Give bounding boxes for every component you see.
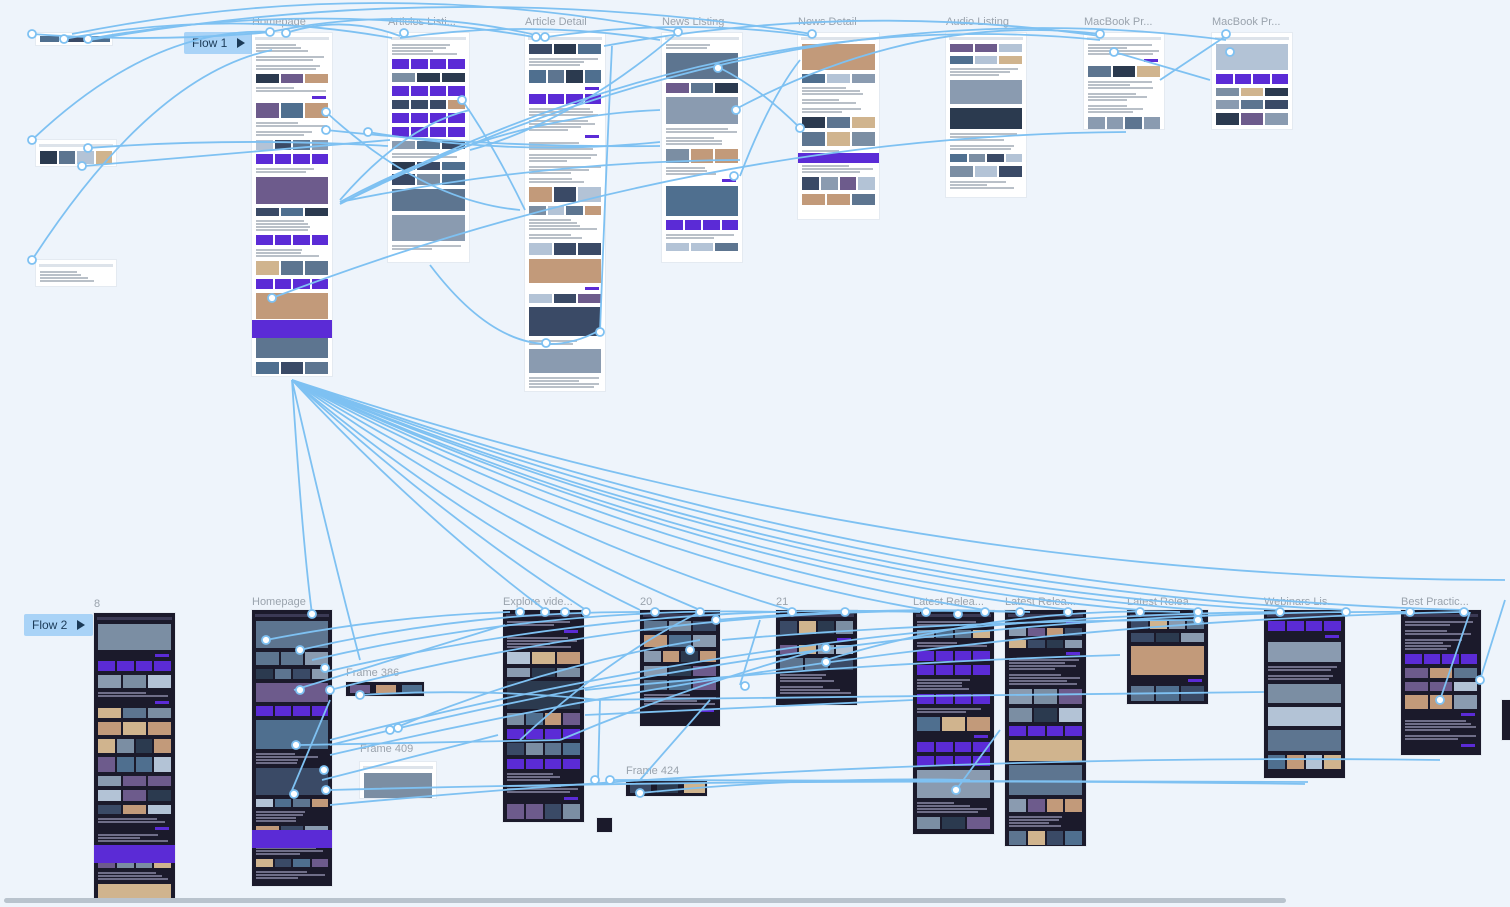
connection-wire [329, 611, 1411, 746]
connection-wire [461, 99, 526, 211]
frame-label-news-detail: News Detail [798, 16, 857, 28]
frame-offscreen-edge[interactable] [1502, 700, 1510, 740]
frame-label-macbook-1: MacBook Pr... [1084, 16, 1153, 28]
component-card-grid-a[interactable] [36, 140, 116, 166]
frame-homepage-bottom[interactable] [252, 610, 332, 886]
flow-2-label: Flow 2 [32, 618, 68, 632]
cta-banner [94, 845, 175, 863]
frame-label-explore-video: Explore vide... [503, 596, 573, 608]
frame-424[interactable] [626, 780, 707, 796]
frame-news-detail[interactable] [798, 33, 879, 219]
connection-node [363, 127, 373, 137]
frame-label-frame-409: Frame 409 [360, 743, 414, 755]
frame-macbook-1[interactable] [1084, 33, 1164, 129]
connection-node [590, 775, 600, 785]
frame-article-detail[interactable] [525, 33, 605, 391]
connection-wire [291, 379, 791, 611]
frame-label-article-detail: Article Detail [525, 16, 587, 28]
frame-label-latest-2: Latest Relea... [1005, 596, 1076, 608]
connection-node [385, 725, 395, 735]
frame-label-8: 8 [94, 598, 101, 610]
component-nav-header[interactable] [36, 33, 112, 45]
frame-20[interactable] [640, 610, 720, 726]
connection-wire [83, 139, 391, 167]
frame-homepage-top[interactable] [252, 33, 332, 376]
frame-audio-listing[interactable] [946, 33, 1026, 197]
connection-wire [291, 379, 587, 611]
frame-macbook-2[interactable] [1212, 33, 1292, 129]
frame-label-latest-1: Latest Relea... [913, 596, 984, 608]
connection-wire [87, 141, 389, 149]
connection-wire [291, 379, 1071, 611]
connection-wire [1479, 599, 1506, 681]
frame-label-latest-3: Latest Relea... [1127, 596, 1198, 608]
connection-node [27, 255, 37, 265]
frame-label-homepage-top: Homepage [252, 16, 306, 28]
frame-21[interactable] [776, 610, 857, 705]
connection-wire [299, 611, 641, 651]
connection-node [605, 775, 615, 785]
connection-wire [329, 780, 1306, 791]
connection-node [740, 681, 750, 691]
frame-latest-2[interactable] [1005, 610, 1086, 846]
connection-node [27, 135, 37, 145]
connection-wire [739, 619, 761, 686]
play-icon[interactable] [77, 620, 86, 630]
connection-wire [291, 379, 1141, 611]
frame-label-articles-listing: Articles Listi... [388, 16, 456, 28]
frame-label-webinars: Webinars Lis... [1264, 596, 1337, 608]
frame-news-listing[interactable] [662, 33, 742, 262]
frame-label-audio-listing: Audio Listing [946, 16, 1009, 28]
cta-banner [798, 153, 879, 163]
frame-label-frame-386: Frame 386 [346, 667, 400, 679]
frame-label-20: 20 [640, 596, 653, 608]
flow-1-label: Flow 1 [192, 36, 228, 50]
frame-8[interactable] [94, 613, 175, 901]
connection-wire [291, 379, 1465, 611]
frame-small-tile[interactable] [597, 818, 612, 832]
frame-label-news-listing: News Listing [662, 16, 725, 28]
frame-label-21: 21 [776, 596, 789, 608]
frame-label-macbook-2: MacBook Pr... [1212, 16, 1281, 28]
connection-node [27, 29, 37, 39]
frame-explore-video[interactable] [503, 610, 584, 822]
connection-wire [291, 379, 313, 615]
cta-banner [252, 320, 332, 338]
connection-wire [291, 379, 927, 611]
frame-label-best-practices: Best Practic... [1401, 596, 1469, 608]
connection-wire [291, 379, 1506, 581]
frame-best-practices[interactable] [1401, 610, 1481, 755]
component-card-grid-b[interactable] [36, 260, 116, 286]
connection-wire [291, 379, 641, 611]
connection-wire [584, 699, 914, 716]
connection-wire [597, 699, 601, 781]
connection-wire [733, 29, 1101, 111]
connection-node [393, 723, 403, 733]
cta-banner [252, 830, 332, 848]
frame-386[interactable] [346, 682, 424, 696]
frame-label-homepage-bottom: Homepage [252, 596, 306, 608]
frame-label-frame-424: Frame 424 [626, 765, 680, 777]
frame-webinars[interactable] [1264, 610, 1345, 778]
frame-latest-1[interactable] [913, 610, 994, 834]
connection-wire [291, 379, 1281, 611]
play-icon[interactable] [237, 38, 246, 48]
flow-1-start-tag[interactable]: Flow 1 [184, 32, 254, 54]
frame-latest-3[interactable] [1127, 610, 1208, 704]
connection-wire [291, 379, 701, 611]
connection-wire [739, 59, 801, 177]
flow-2-start-tag[interactable]: Flow 2 [24, 614, 94, 636]
connection-wire [71, 2, 679, 35]
frame-409[interactable] [360, 762, 436, 798]
connection-wire [291, 379, 986, 611]
connection-wire [291, 379, 1201, 611]
frame-articles-listing[interactable] [388, 33, 469, 262]
connection-wire [291, 379, 1347, 611]
horizontal-scrollbar[interactable] [4, 898, 1286, 903]
connection-wire [325, 129, 661, 148]
connection-wire [291, 379, 546, 611]
